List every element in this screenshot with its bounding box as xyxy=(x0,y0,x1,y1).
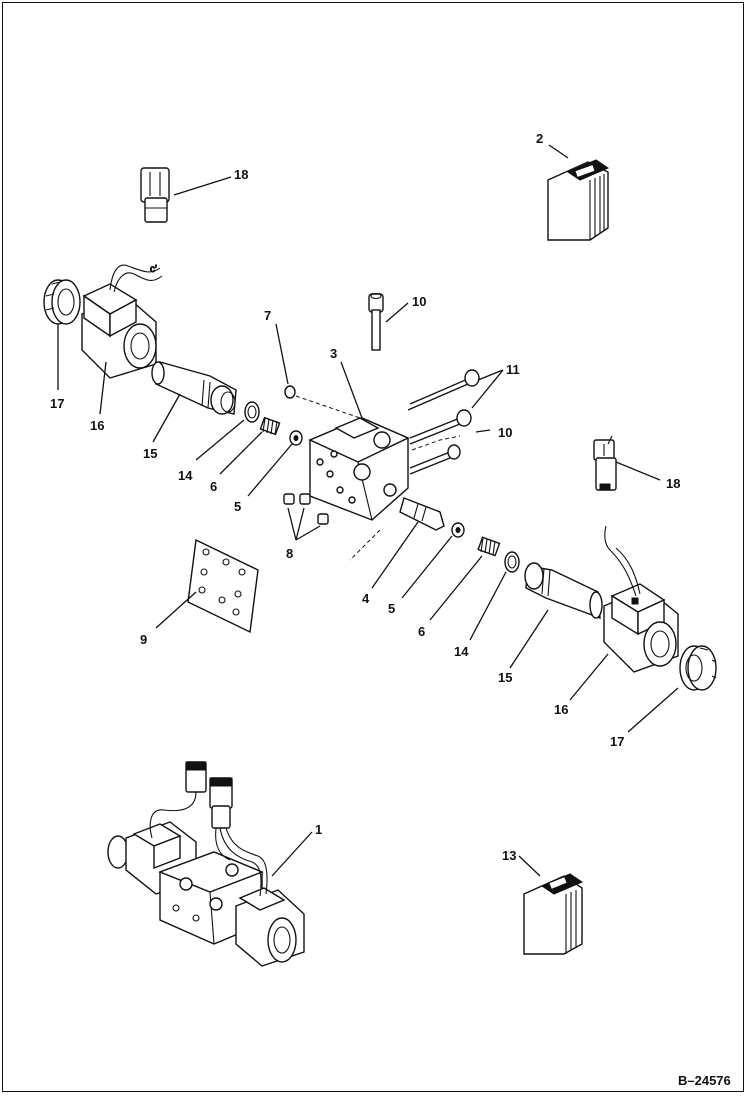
svg-text:c': c' xyxy=(150,264,157,275)
callout-5-right: 5 xyxy=(388,601,395,616)
callout-9: 9 xyxy=(140,632,147,647)
callout-14-right: 14 xyxy=(454,644,469,659)
part-14-o-ring-a xyxy=(244,401,260,423)
part-5-cap-b xyxy=(451,522,465,538)
part-9-gasket xyxy=(187,538,259,634)
part-7-plug xyxy=(284,385,361,419)
callout-6-left: 6 xyxy=(210,479,217,494)
part-18-connector-a xyxy=(140,167,170,223)
part-3-valve-body xyxy=(308,417,410,521)
part-16-solenoid-coil-a: c' xyxy=(81,263,163,379)
callout-5-left: 5 xyxy=(234,499,241,514)
callout-16-right: 16 xyxy=(554,702,568,717)
callout-2: 2 xyxy=(536,131,543,146)
part-13-seal-kit xyxy=(523,873,584,955)
part-15-tube-a xyxy=(151,361,237,415)
part-16-solenoid-coil-b xyxy=(603,525,679,673)
part-15-tube-b xyxy=(524,562,603,620)
part-6-spring-a xyxy=(259,416,281,436)
callout-15-left: 15 xyxy=(143,446,157,461)
part-10-cap-screw-a xyxy=(368,292,384,351)
leader-lines xyxy=(57,144,679,877)
callouts: 2 18 10 7 3 11 17 16 15 14 6 5 10 18 8 4… xyxy=(50,131,680,863)
callout-14-left: 14 xyxy=(178,468,193,483)
part-5-cap-a xyxy=(289,430,303,446)
callout-7: 7 xyxy=(264,308,271,323)
part-14-o-ring-b xyxy=(504,551,520,573)
callout-10-right: 10 xyxy=(498,425,512,440)
part-8-plugs xyxy=(283,493,329,525)
callout-17-left: 17 xyxy=(50,396,64,411)
callout-15-right: 15 xyxy=(498,670,512,685)
callout-18-right: 18 xyxy=(666,476,680,491)
callout-1: 1 xyxy=(315,822,322,837)
callout-13: 13 xyxy=(502,848,516,863)
part-6-spring-b xyxy=(477,536,501,557)
callout-8: 8 xyxy=(286,546,293,561)
part-1-valve-assembly xyxy=(107,761,305,967)
callout-17-right: 17 xyxy=(610,734,624,749)
callout-6-right: 6 xyxy=(418,624,425,639)
part-17-coil-nut-b xyxy=(679,645,717,691)
callout-18-top: 18 xyxy=(234,167,248,182)
part-4-cartridge xyxy=(349,497,445,561)
part-18-connector-b xyxy=(593,435,617,491)
part-11-bolts xyxy=(407,369,480,475)
reference-code: B–24576 xyxy=(678,1073,731,1088)
callout-16-left: 16 xyxy=(90,418,104,433)
callout-11: 11 xyxy=(506,362,520,377)
part-2-seal-kit xyxy=(547,159,610,241)
callout-3: 3 xyxy=(330,346,337,361)
part-17-coil-nut-a xyxy=(43,279,81,325)
callout-4: 4 xyxy=(362,591,370,606)
callout-10-top: 10 xyxy=(412,294,426,309)
